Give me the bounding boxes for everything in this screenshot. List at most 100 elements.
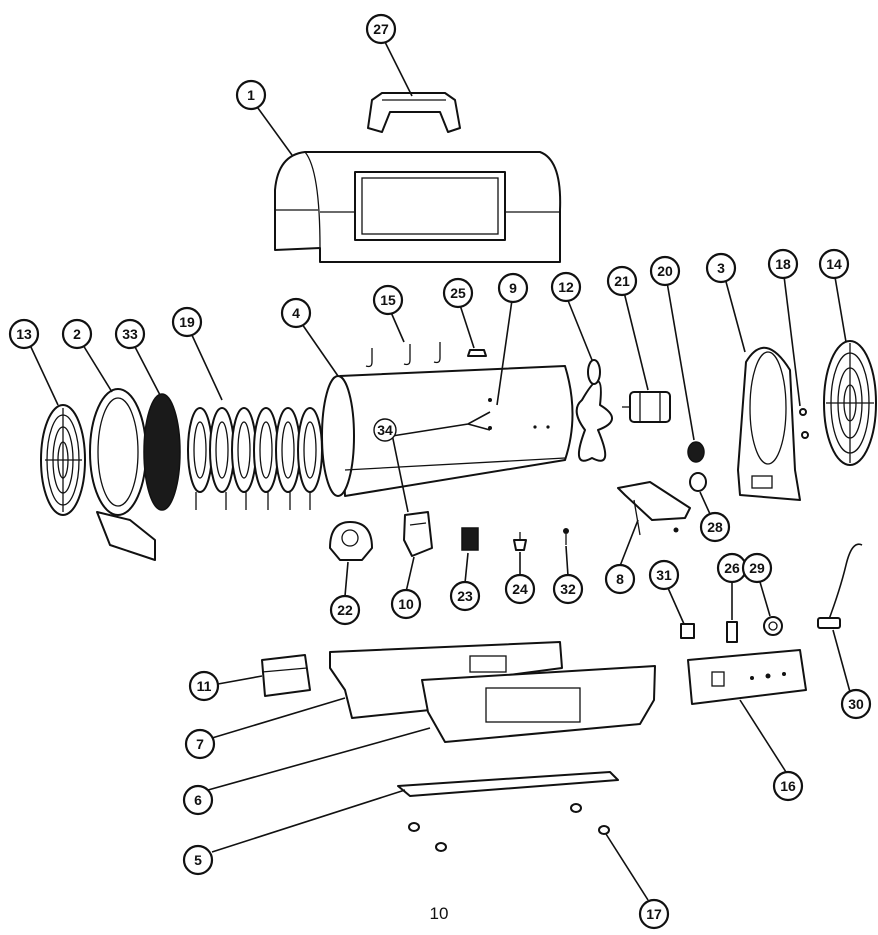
part-motor [622, 391, 671, 423]
svg-text:24: 24 [512, 581, 528, 597]
part-control-panel [687, 649, 807, 705]
callout-7: 7 [184, 728, 216, 760]
part-switch-plate [403, 511, 433, 557]
svg-text:2: 2 [73, 326, 81, 342]
callout-28: 28 [699, 511, 731, 543]
callout-31: 31 [648, 559, 680, 591]
callout-4: 4 [280, 297, 312, 329]
svg-text:27: 27 [373, 21, 389, 37]
part-fan-guard-front [40, 404, 86, 516]
part-front-ring [89, 388, 156, 561]
callout-30: 30 [840, 688, 872, 720]
callout-3: 3 [705, 252, 737, 284]
svg-text:17: 17 [646, 906, 662, 922]
callout-23: 23 [449, 580, 481, 612]
part-heating-elements [187, 407, 323, 510]
svg-text:32: 32 [560, 581, 576, 597]
svg-text:30: 30 [848, 696, 864, 712]
svg-text:10: 10 [398, 596, 414, 612]
part-nut-top [467, 349, 487, 357]
part-hooks [365, 342, 441, 368]
svg-text:28: 28 [707, 519, 723, 535]
leader-lines [29, 41, 851, 901]
part-knob-ring [687, 441, 705, 463]
svg-text:6: 6 [194, 792, 202, 808]
callout-21: 21 [606, 265, 638, 297]
callout-27: 27 [365, 13, 397, 45]
svg-text:21: 21 [614, 273, 630, 289]
callout-5: 5 [182, 844, 214, 876]
callout-2: 2 [61, 318, 93, 350]
svg-text:3: 3 [717, 260, 725, 276]
callout-18: 18 [767, 248, 799, 280]
svg-text:23: 23 [457, 588, 473, 604]
svg-text:26: 26 [724, 560, 740, 576]
svg-text:33: 33 [122, 326, 138, 342]
part-thermostat [329, 521, 373, 561]
callout-17: 17 [638, 898, 670, 930]
part-connector [513, 532, 527, 551]
callout-15: 15 [372, 284, 404, 316]
callout-32: 32 [552, 573, 584, 605]
callout-14: 14 [818, 248, 850, 280]
svg-text:20: 20 [657, 263, 673, 279]
svg-text:22: 22 [337, 602, 353, 618]
svg-text:31: 31 [656, 567, 672, 583]
callout-29: 29 [741, 552, 773, 584]
part-bracket [617, 481, 691, 536]
svg-text:15: 15 [380, 292, 396, 308]
callout-26: 26 [716, 552, 748, 584]
callout-12: 12 [550, 271, 582, 303]
part-handle [367, 92, 461, 133]
callout-22: 22 [329, 594, 361, 626]
callout-11: 11 [188, 670, 220, 702]
part-indicator-strip [726, 621, 738, 643]
part-dial [763, 616, 783, 636]
svg-text:13: 13 [16, 326, 32, 342]
svg-text:4: 4 [292, 305, 300, 321]
part-fan-guard-rear [823, 340, 877, 466]
svg-text:12: 12 [558, 279, 574, 295]
svg-text:16: 16 [780, 778, 796, 794]
callout-34: 34 [373, 418, 397, 442]
callout-6: 6 [182, 784, 214, 816]
part-bottom-plate [397, 771, 619, 797]
callout-33: 33 [114, 318, 146, 350]
callout-16: 16 [772, 770, 804, 802]
svg-text:11: 11 [197, 678, 212, 694]
svg-text:5: 5 [194, 852, 202, 868]
part-knob [689, 472, 707, 492]
svg-text:14: 14 [826, 256, 842, 272]
part-screws [799, 408, 809, 439]
part-junction-box [261, 654, 311, 697]
svg-text:19: 19 [179, 314, 195, 330]
part-mesh-disc [143, 393, 181, 511]
svg-text:7: 7 [196, 736, 204, 752]
callout-25: 25 [442, 277, 474, 309]
part-terminal-block [461, 527, 479, 551]
part-screw-small [563, 528, 569, 545]
part-base-panel-upper [421, 665, 656, 743]
callout-1: 1 [235, 79, 267, 111]
svg-text:1: 1 [247, 87, 255, 103]
svg-text:8: 8 [616, 571, 624, 587]
svg-text:29: 29 [749, 560, 765, 576]
callout-10: 10 [390, 588, 422, 620]
callout-20: 20 [649, 255, 681, 287]
callout-8: 8 [604, 563, 636, 595]
part-fan-blade [575, 359, 613, 462]
part-main-cylinder [321, 365, 574, 497]
part-switch-square [680, 623, 695, 639]
part-top-cover [274, 151, 562, 263]
part-rear-frame [737, 346, 801, 501]
svg-text:25: 25 [450, 285, 466, 301]
part-feet [408, 803, 610, 852]
page-number: 10 [429, 904, 449, 923]
part-power-cord [817, 543, 863, 629]
svg-text:18: 18 [775, 256, 791, 272]
callout-19: 19 [171, 306, 203, 338]
svg-text:34: 34 [377, 422, 393, 438]
callout-13: 13 [8, 318, 40, 350]
svg-text:9: 9 [509, 280, 517, 296]
